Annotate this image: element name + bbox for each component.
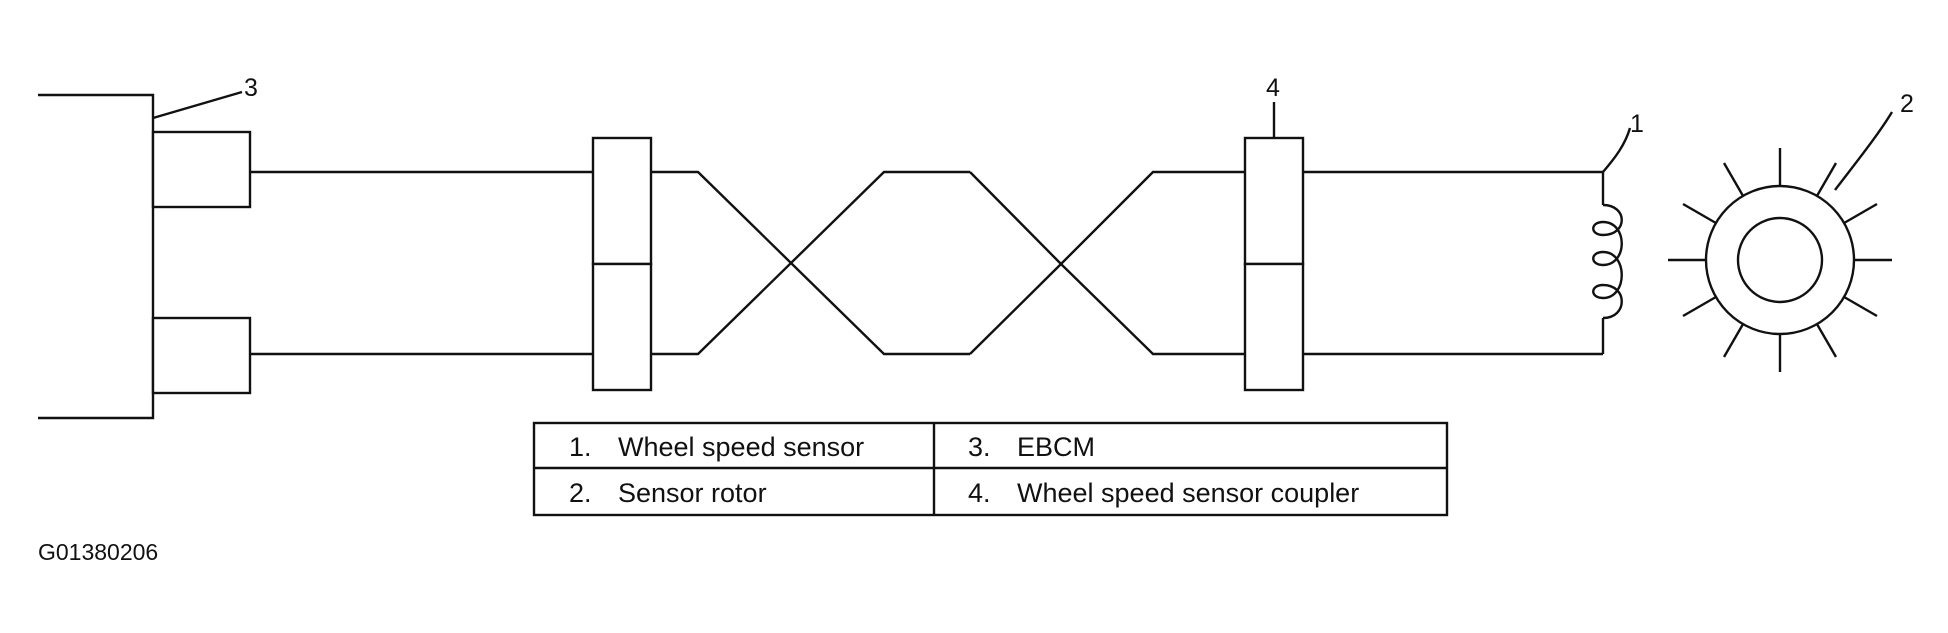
callout-rotor: 2: [1900, 90, 1914, 118]
sensor-rotor-tooth: [1815, 162, 1838, 197]
ebcm-terminal-upper: [151, 130, 252, 209]
legend-row-2-right-num: 4.: [968, 478, 991, 508]
wheel-speed-sensor-coupler: [1243, 136, 1305, 392]
callout-ebcm: 3: [244, 74, 258, 102]
twisted-pair-wire-f: [969, 171, 1062, 265]
leader-ebcm: [152, 90, 243, 120]
leader-rotor: [1834, 111, 1894, 191]
ebcm: [38, 93, 252, 420]
twisted-pair-wire-a: [651, 170, 945, 356]
sensor-rotor-tooth: [1682, 202, 1717, 225]
sensor-rotor-inner-ring: [1736, 216, 1824, 304]
connector-ebcm-side-lower: [591, 262, 653, 392]
connector-ebcm-side: [591, 136, 653, 392]
sensor-rotor-tooth: [1722, 162, 1745, 197]
ebcm-outline: [38, 93, 155, 420]
connector-ebcm-side-upper: [591, 136, 653, 266]
legend-row-1-left-num: 1.: [569, 432, 592, 462]
callout-sensor: 1: [1630, 110, 1644, 138]
sensor-coil: [1592, 203, 1623, 320]
callout-coupler: 4: [1266, 74, 1280, 102]
twisted-pair-wire-e: [969, 263, 1062, 355]
legend-table: 1. Wheel speed sensor 3. EBCM 2. Sensor …: [532, 421, 1449, 517]
wheel-speed-sensor: [1592, 172, 1623, 354]
twisted-pair-wire-g: [1060, 263, 1245, 356]
sensor-rotor-tooth: [1815, 323, 1838, 358]
legend-row-2-right-text: Wheel speed sensor coupler: [1017, 478, 1359, 508]
legend-row-2-left-text: Sensor rotor: [618, 478, 767, 508]
ebcm-terminal-lower: [151, 316, 252, 395]
figure-code: G01380206: [38, 539, 158, 565]
legend-row-1-left-text: Wheel speed sensor: [618, 432, 864, 462]
sensor-rotor-tooth: [1843, 295, 1878, 318]
sensor-rotor-tooth: [1722, 323, 1745, 358]
twisted-pair-wire-b: [651, 170, 945, 356]
sensor-rotor-teeth: [1668, 148, 1892, 372]
legend-row-2-left-num: 2.: [569, 478, 592, 508]
legend-row-1-right-text: EBCM: [1017, 432, 1095, 462]
sensor-rotor-outer-ring: [1704, 184, 1856, 336]
sensor-rotor-tooth: [1843, 202, 1878, 225]
coupler-upper: [1243, 136, 1305, 266]
sensor-rotor-tooth: [1682, 295, 1717, 318]
legend-row-1-right-num: 3.: [968, 432, 991, 462]
coupler-lower: [1243, 262, 1305, 392]
twisted-pair-wire-h: [1060, 170, 1245, 265]
sensor-rotor: [1668, 148, 1892, 372]
leader-sensor: [1602, 127, 1632, 173]
